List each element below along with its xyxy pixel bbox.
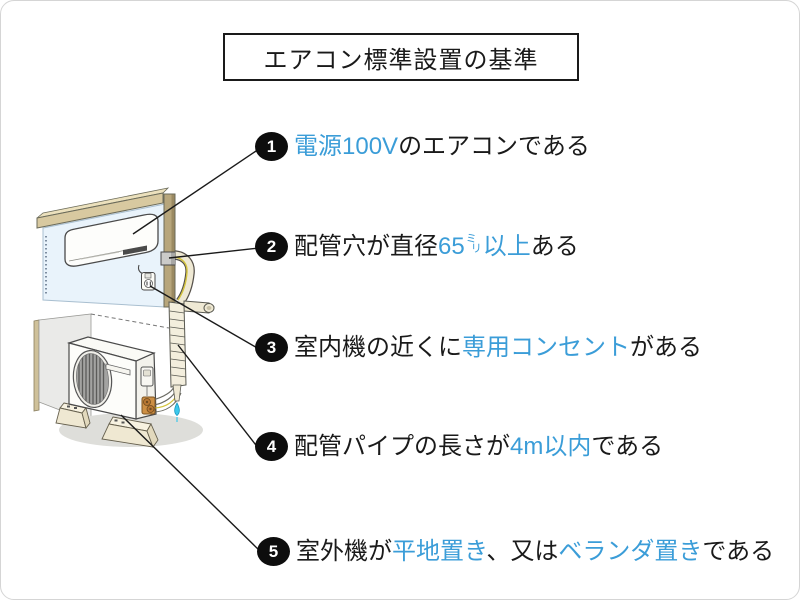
item-text-3: 室内機の近くに専用コンセントがある	[294, 333, 702, 361]
indoor-unit	[64, 213, 159, 267]
leader-line-4	[177, 344, 260, 450]
page-title: エアコン標準設置の基準	[263, 46, 539, 74]
vent-slot	[105, 363, 131, 376]
leader-line-1	[132, 148, 260, 235]
item-number-badge-5: 5	[257, 537, 290, 566]
electrical-terminal	[143, 369, 151, 377]
lower-wall-edge	[33, 319, 40, 412]
foundation-block-left	[55, 402, 91, 429]
item-text-4: 配管パイプの長さが4m以内である	[294, 432, 664, 460]
title-box: エアコン標準設置の基準	[223, 33, 579, 81]
wall-rail-front	[36, 192, 164, 229]
item-number-badge-2: 2	[255, 232, 288, 261]
criteria-item-4: 4 配管パイプの長さが4m以内である	[255, 432, 663, 461]
criteria-item-1: 1 電源100Vのエアコンである	[255, 132, 590, 161]
indoor-unit-air-outlet	[123, 245, 147, 255]
item-text-5: 室外機が平地置き、又はベランダ置きである	[296, 537, 775, 565]
leader-line-2	[168, 247, 260, 259]
wall-post-shade	[171, 194, 175, 307]
power-outlet	[137, 264, 156, 291]
valve-knob-top-center	[145, 400, 149, 404]
item-number-badge-1: 1	[255, 132, 288, 161]
indoor-unit-body	[64, 213, 159, 267]
pipe-bracket-hole	[206, 306, 212, 310]
outdoor-unit	[66, 336, 182, 420]
item-number-badge-3: 3	[255, 333, 288, 362]
wrap-bands	[169, 310, 187, 378]
leader-line-5	[120, 414, 263, 554]
pipe-elbow	[174, 251, 194, 305]
hidden-edge-dashed-line	[90, 313, 170, 329]
outlet-plug	[144, 273, 152, 279]
item-number-badge-4: 4	[255, 432, 288, 461]
drain-drop-icon	[174, 402, 180, 417]
criteria-item-5: 5 室外機が平地置き、又はベランダ置きである	[257, 537, 774, 566]
wall-sleeve-shade	[171, 252, 175, 265]
drain	[172, 384, 182, 422]
fan-grille-slats	[78, 351, 105, 407]
indoor-unit-louver-line	[80, 251, 120, 260]
criteria-item-3: 3 室内機の近くに専用コンセントがある	[255, 333, 702, 362]
leader-lines	[120, 148, 263, 554]
drain-hose-end	[172, 384, 182, 402]
valve-knob-bottom-center	[149, 407, 152, 411]
connection-pipe-1	[152, 386, 175, 401]
item-text-1: 電源100Vのエアコンである	[294, 132, 590, 160]
leader-line-3	[149, 285, 260, 350]
piping	[160, 250, 215, 388]
pipe-cable-yellow	[174, 256, 188, 301]
